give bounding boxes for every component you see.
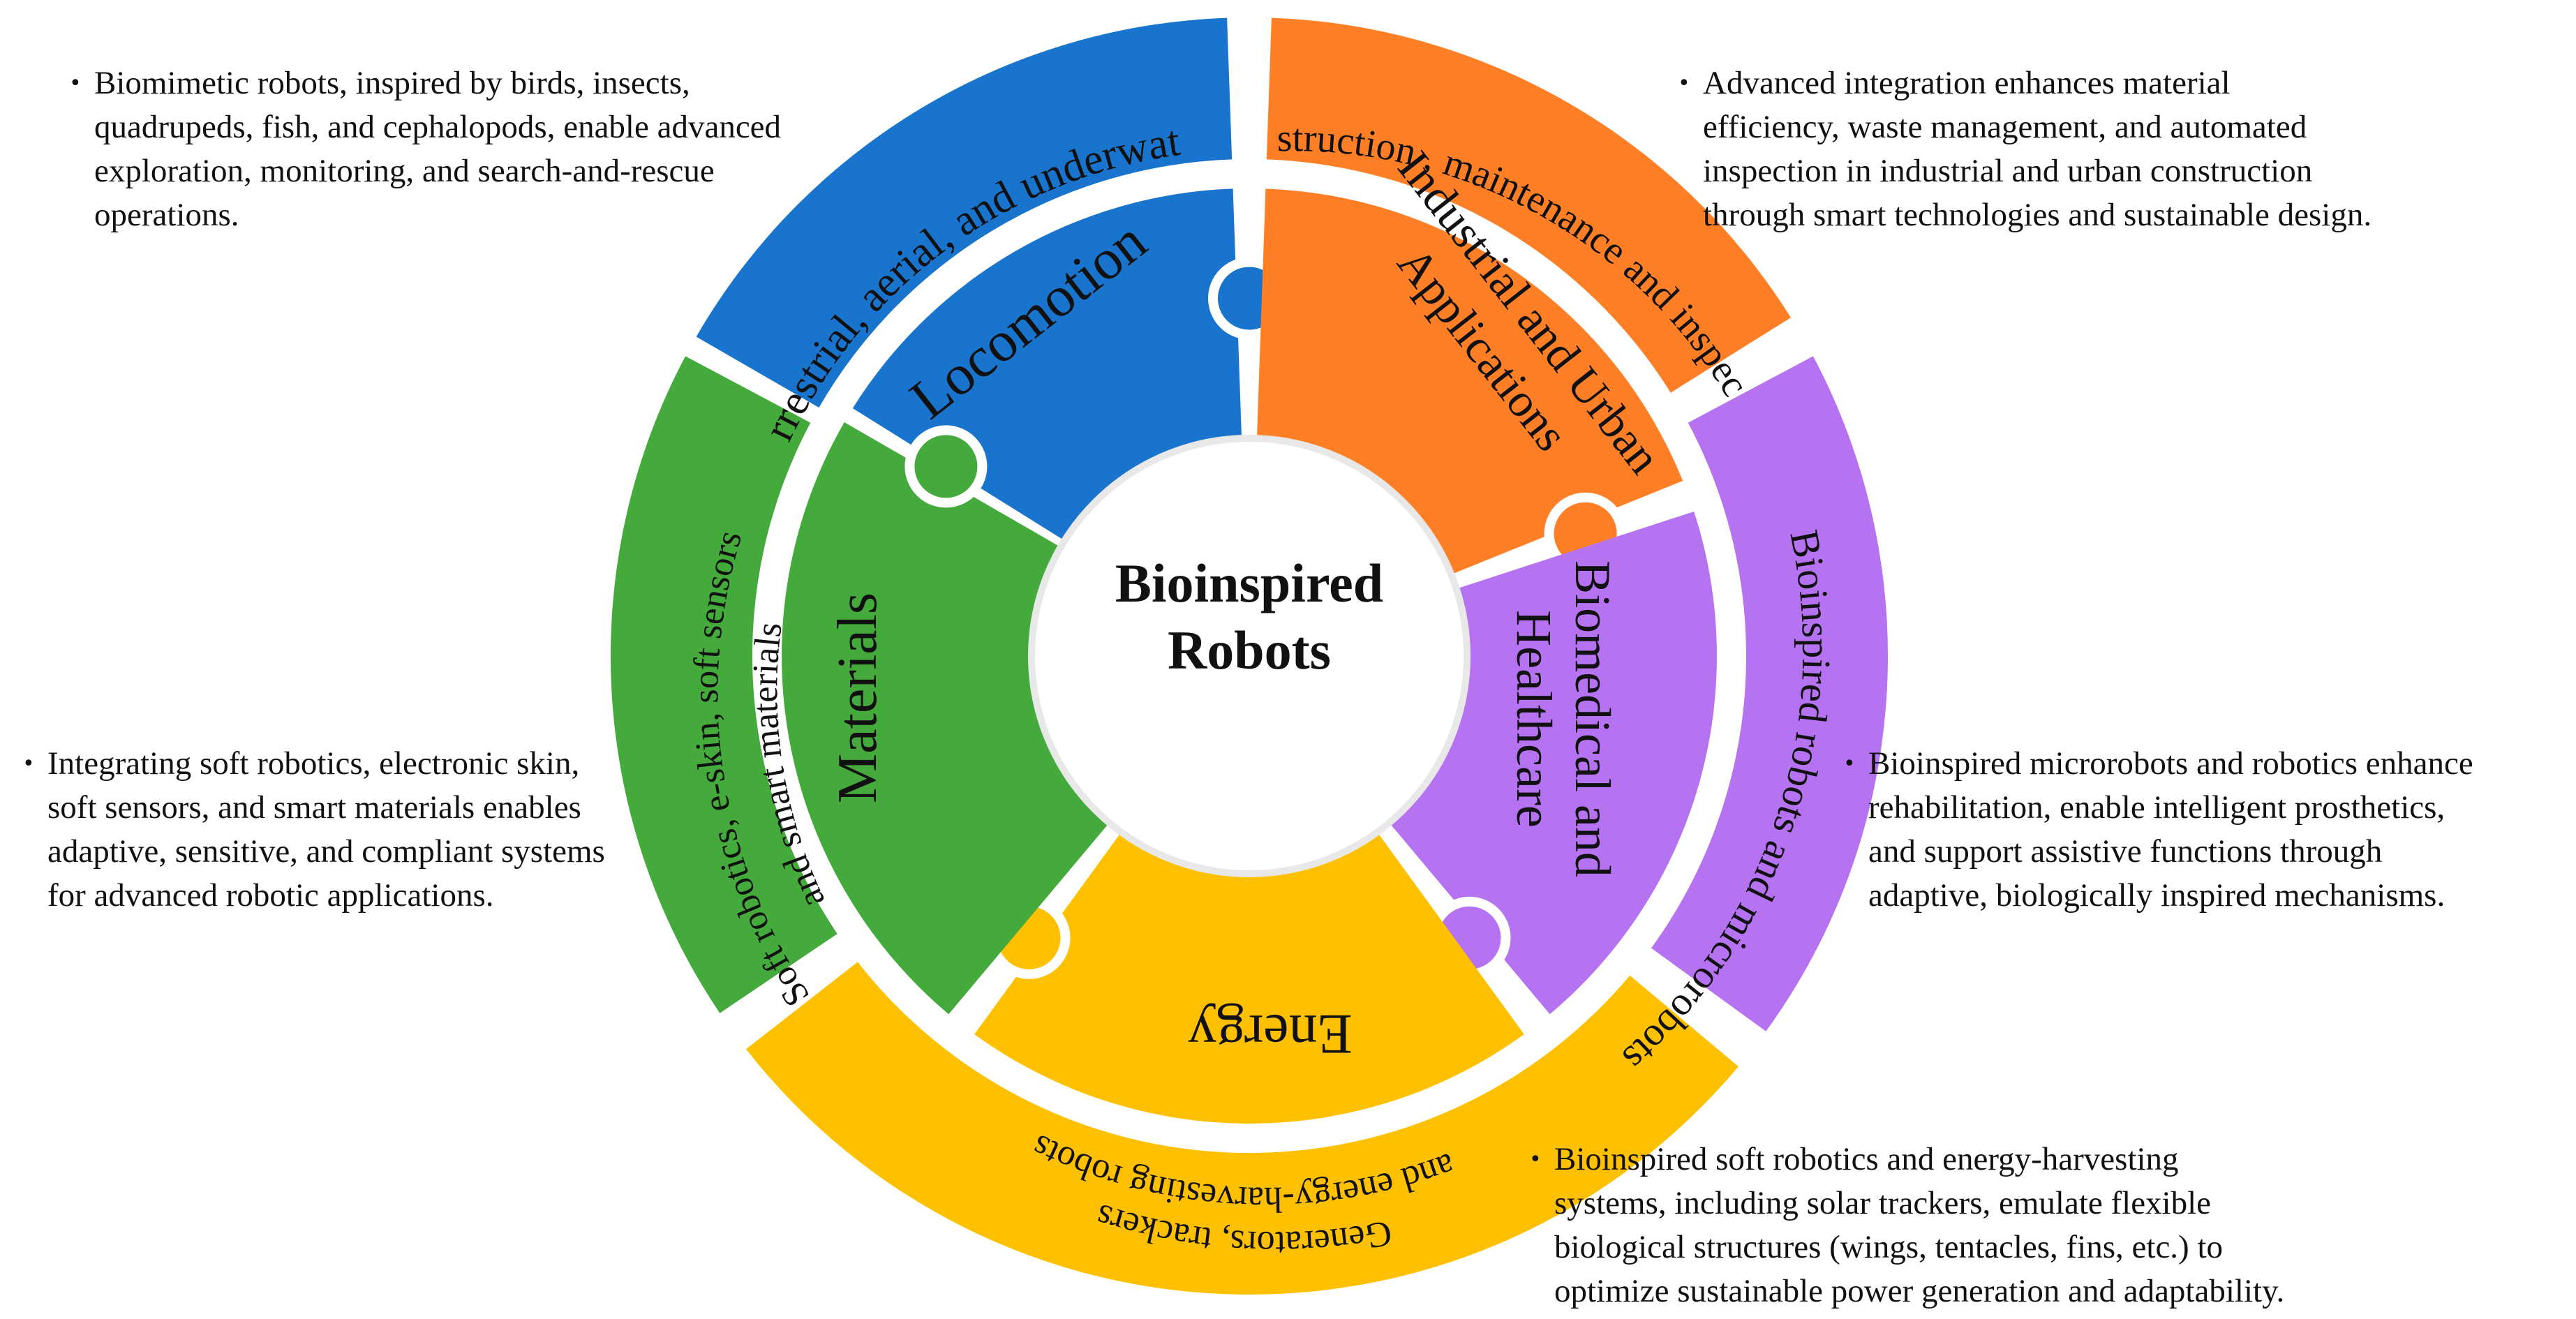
description-line: Integrating soft robotics, electronic sk… bbox=[47, 745, 580, 782]
locomotion-description: • Biomimetic robots, inspired by birds, … bbox=[69, 61, 782, 237]
biomedical-description: • Bioinspired microrobots and robotics e… bbox=[1843, 742, 2473, 918]
center-circle bbox=[1028, 435, 1471, 877]
energy-puzzle-piece bbox=[974, 833, 1524, 1124]
bullet-icon: • bbox=[1678, 71, 1690, 96]
energy-description: • Bioinspired soft robotics and energy-h… bbox=[1529, 1138, 2285, 1313]
description-line: exploration, monitoring, and search-and-… bbox=[94, 153, 715, 189]
description-line: and support assistive functions through bbox=[1868, 833, 2383, 870]
description-line: through smart technologies and sustainab… bbox=[1703, 197, 2372, 233]
center-title-line1: Bioinspired bbox=[1115, 553, 1383, 613]
materials-label: Materials bbox=[827, 593, 888, 803]
biomedical-label: Biomedical and Healthcare bbox=[1506, 560, 1621, 877]
materials-puzzle-knob bbox=[904, 425, 988, 508]
description-line: efficiency, waste management, and automa… bbox=[1703, 109, 2307, 145]
bullet-icon: • bbox=[69, 71, 82, 96]
materials-outer-ring bbox=[610, 356, 837, 1013]
description-line: for advanced robotic applications. bbox=[47, 877, 494, 914]
description-line: operations. bbox=[94, 197, 239, 233]
materials-description: • Integrating soft robotics, electronic … bbox=[22, 742, 605, 918]
description-line: biological structures (wings, tentacles,… bbox=[1554, 1229, 2224, 1265]
energy-label: Energy bbox=[1188, 1003, 1352, 1066]
bullet-icon: • bbox=[1843, 752, 1856, 776]
biomedical-label-line1: Biomedical and bbox=[1565, 560, 1621, 877]
description-line: optimize sustainable power generation an… bbox=[1554, 1273, 2285, 1309]
biomedical-puzzle-piece bbox=[1390, 512, 1717, 1015]
industrial-description: • Advanced integration enhances material… bbox=[1678, 61, 2372, 237]
materials-puzzle-piece bbox=[782, 422, 1108, 1015]
description-line: Bioinspired microrobots and robotics enh… bbox=[1868, 745, 2473, 782]
center-title-line2: Robots bbox=[1168, 620, 1331, 680]
biomedical-label-line2: Healthcare bbox=[1506, 610, 1562, 828]
description-line: Advanced integration enhances material bbox=[1703, 65, 2231, 101]
description-line: Biomimetic robots, inspired by birds, in… bbox=[94, 65, 690, 101]
segments-group bbox=[610, 17, 1889, 1295]
description-line: inspection in industrial and urban const… bbox=[1703, 153, 2313, 189]
description-line: adaptive, biologically inspired mechanis… bbox=[1868, 877, 2445, 914]
energy-outer-ring bbox=[746, 962, 1739, 1295]
bullet-icon: • bbox=[22, 752, 35, 776]
description-line: Bioinspired soft robotics and energy-har… bbox=[1554, 1141, 2179, 1177]
description-line: quadrupeds, fish, and cephalopods, enabl… bbox=[94, 109, 782, 145]
description-line: rehabilitation, enable intelligent prost… bbox=[1868, 789, 2445, 826]
industrial-outer-ring bbox=[1266, 17, 1791, 393]
bullet-icon: • bbox=[1529, 1147, 1542, 1172]
description-line: adaptive, sensitive, and compliant syste… bbox=[47, 833, 605, 870]
locomotion-outer-ring bbox=[696, 17, 1233, 408]
description-line: systems, including solar trackers, emula… bbox=[1554, 1185, 2212, 1221]
biomedical-outer-ring bbox=[1651, 356, 1889, 1031]
description-line: soft sensors, and smart materials enable… bbox=[47, 789, 581, 826]
industrial-puzzle-piece bbox=[1257, 188, 1683, 574]
